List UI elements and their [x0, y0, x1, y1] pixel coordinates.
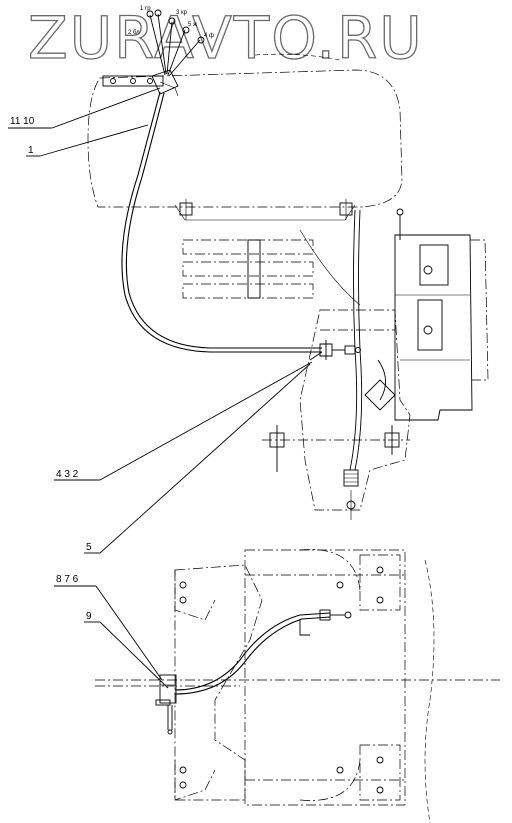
callout-9-label: 9	[86, 611, 92, 622]
callout-1: 1	[26, 124, 149, 157]
callout-8-7-6: 8 7 6	[54, 574, 163, 681]
gearbox-housing	[364, 208, 489, 421]
frame-rails-upper	[182, 229, 361, 306]
engine-connector	[309, 340, 361, 361]
engine-block-outline	[87, 53, 403, 221]
wire-tag-5: 2 бл	[128, 30, 140, 36]
callout-4-3-2: 4 3 2	[54, 361, 313, 481]
callout-11-10: 11 10	[8, 87, 161, 129]
cross-shaft	[262, 425, 410, 472]
watermark-text: ZURAVTO.RU	[28, 4, 424, 72]
lower-connector-block	[155, 674, 177, 735]
callout-1-label: 1	[28, 145, 34, 156]
callout-11-10-label: 11 10	[10, 116, 35, 127]
clutch-housing	[299, 209, 411, 520]
callout-9: 9	[84, 611, 169, 689]
wire-tag-4: 4 ф	[204, 33, 214, 39]
callout-4-3-2-label: 4 3 2	[56, 469, 79, 480]
main-cable-1	[121, 91, 322, 353]
wire-tag-3: 5 ж	[188, 22, 197, 28]
chassis-frame-lower	[95, 549, 500, 823]
callout-8-7-6-label: 8 7 6	[56, 574, 79, 585]
wire-tag-1: 1 гр	[140, 6, 151, 12]
callout-5: 5	[84, 363, 311, 554]
wire-harness-fan: 1 гр 3 кр 5 ж 4 ф 2 бл	[128, 6, 214, 77]
lower-cable	[174, 609, 352, 695]
wire-tag-2: 3 кр	[176, 10, 188, 16]
callout-5-label: 5	[86, 542, 92, 553]
